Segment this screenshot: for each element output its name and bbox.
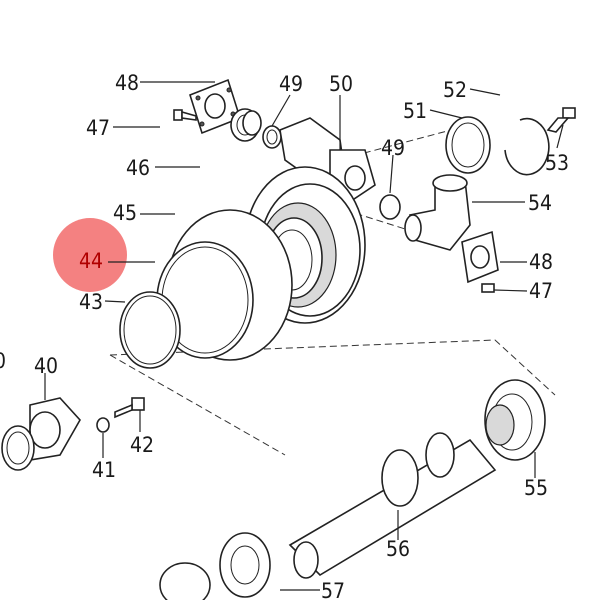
- callout-57[interactable]: 57: [321, 579, 345, 600]
- callout-53[interactable]: 53: [545, 151, 569, 175]
- elbow-fitting-54[interactable]: [404, 174, 471, 251]
- highlight-marker[interactable]: [53, 218, 127, 292]
- callout-48-top[interactable]: 48: [115, 71, 139, 95]
- bearing-55[interactable]: [484, 379, 546, 461]
- callout-47-right[interactable]: 47: [529, 279, 553, 303]
- leader-lines: [44, 81, 564, 591]
- callout-41[interactable]: 41: [92, 458, 116, 482]
- callout-50[interactable]: 50: [329, 72, 353, 96]
- callout-48-right[interactable]: 48: [529, 250, 553, 274]
- callout-49-right[interactable]: 49: [381, 136, 405, 160]
- gasket-plate-48-right[interactable]: [461, 230, 499, 284]
- o-ring-43[interactable]: [119, 291, 181, 369]
- callout-55[interactable]: 55: [524, 476, 548, 500]
- washer-41[interactable]: [96, 417, 110, 433]
- callout-42[interactable]: 42: [130, 433, 154, 457]
- callout-51[interactable]: 51: [403, 99, 427, 123]
- ring-51[interactable]: [445, 116, 491, 174]
- screw-47-right[interactable]: [481, 283, 495, 293]
- bolt-42[interactable]: [114, 397, 145, 419]
- callout-40[interactable]: 40: [34, 354, 58, 378]
- callout-49-top[interactable]: 49: [279, 72, 303, 96]
- bolt-53[interactable]: [546, 107, 576, 133]
- callout-44[interactable]: 44: [79, 249, 103, 273]
- o-ring-49-top[interactable]: [262, 125, 282, 149]
- circlip-52[interactable]: [504, 117, 550, 176]
- callout-56[interactable]: 56: [386, 537, 410, 561]
- o-ring-49-right[interactable]: [379, 194, 401, 220]
- housing-40[interactable]: [1, 397, 81, 471]
- callout-cut-off-left: 0: [0, 349, 6, 373]
- callout-54[interactable]: 54: [528, 191, 552, 215]
- callout-45[interactable]: 45: [113, 201, 137, 225]
- seal-46[interactable]: [230, 108, 262, 142]
- callout-43[interactable]: 43: [79, 290, 103, 314]
- washer-57[interactable]: [159, 532, 271, 600]
- callout-47-top[interactable]: 47: [86, 116, 110, 140]
- screw-47-top[interactable]: [173, 109, 197, 121]
- callout-labels: 48 47 46 49 50 52 51 49 53 54 45 44 48 4…: [0, 71, 569, 600]
- callout-46[interactable]: 46: [126, 156, 150, 180]
- shaft-56[interactable]: [288, 432, 497, 579]
- callout-52[interactable]: 52: [443, 78, 467, 102]
